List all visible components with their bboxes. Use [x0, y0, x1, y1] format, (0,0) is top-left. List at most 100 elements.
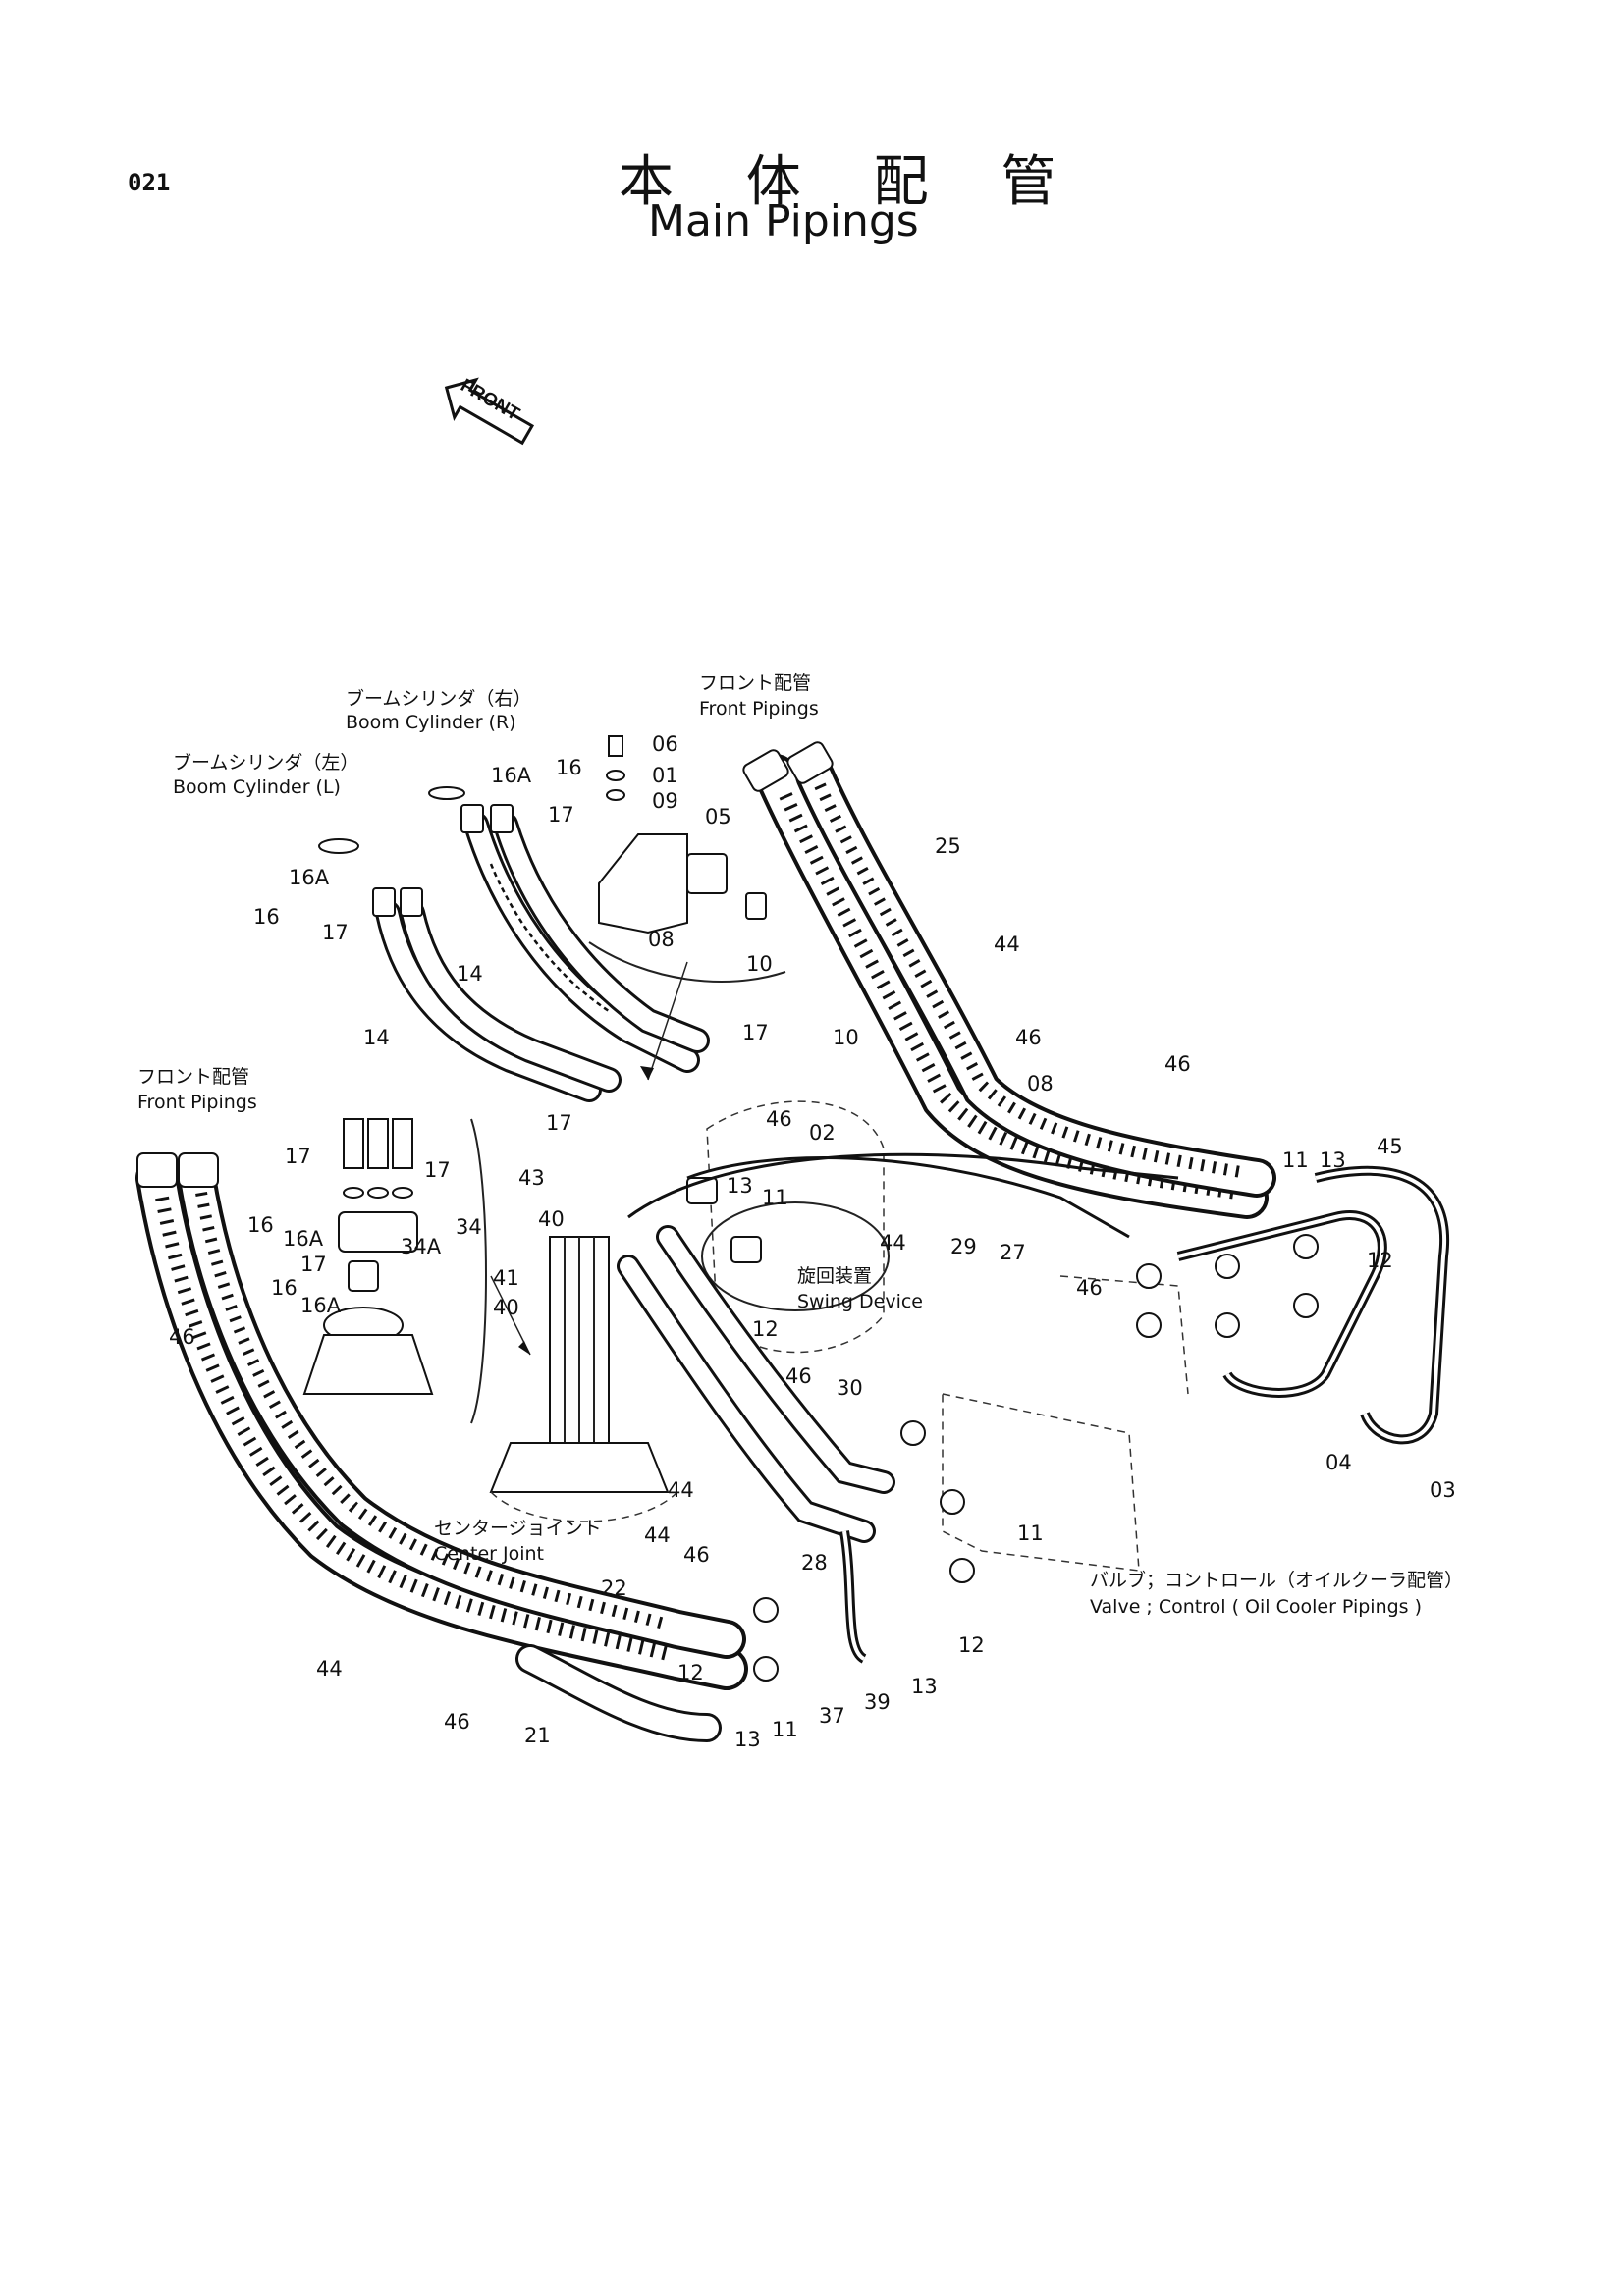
- part-number: 13: [911, 1675, 938, 1698]
- part-number: 46: [766, 1107, 792, 1131]
- part-number: 05: [705, 805, 731, 828]
- part-number: 10: [833, 1026, 859, 1049]
- part-number: 08: [648, 928, 675, 951]
- part-number: 17: [285, 1145, 311, 1168]
- title-english: Main Pipings: [648, 196, 919, 246]
- part-number: 11: [1282, 1148, 1309, 1172]
- part-number: 44: [644, 1523, 671, 1547]
- front-pipings-left-label-jp: フロント配管: [137, 1066, 250, 1088]
- part-number: 43: [518, 1166, 545, 1190]
- part-number: 12: [752, 1317, 779, 1341]
- part-number: 09: [652, 789, 678, 813]
- title-japanese: 本 体 配 管: [619, 150, 1084, 214]
- swing-device-label-jp: 旋回装置: [797, 1265, 873, 1287]
- part-number: 17: [300, 1253, 327, 1276]
- part-number: 17: [322, 921, 349, 944]
- center-joint-exploded-inset: [302, 1118, 531, 1424]
- part-number: 30: [837, 1376, 863, 1400]
- part-number: 17: [742, 1021, 769, 1044]
- boom-cylinder-r-label-en: Boom Cylinder (R): [346, 712, 516, 733]
- part-number: 12: [1367, 1249, 1393, 1272]
- front-pipings-top-label-jp: フロント配管: [699, 672, 812, 694]
- part-number: 44: [316, 1657, 343, 1681]
- part-number: 40: [538, 1207, 565, 1231]
- boom-cylinder-l-hoses: [375, 900, 622, 1102]
- part-number: 29: [950, 1235, 977, 1258]
- front-pipings-left-label-en: Front Pipings: [137, 1092, 257, 1113]
- swing-device-outline: [686, 1100, 890, 1354]
- part-number: 25: [935, 834, 961, 858]
- swing-device-label-en: Swing Device: [797, 1291, 923, 1312]
- part-number: 08: [1027, 1072, 1054, 1095]
- part-number: 46: [1015, 1026, 1042, 1049]
- part-number: 16A: [289, 866, 330, 889]
- part-number: 13: [734, 1728, 761, 1751]
- part-number: 39: [864, 1690, 891, 1714]
- center-joint-label-en: Center Joint: [434, 1543, 544, 1565]
- part-number: 10: [746, 952, 773, 976]
- part-number: 45: [1377, 1135, 1403, 1158]
- part-number: 34: [456, 1215, 482, 1239]
- part-number: 40: [493, 1296, 519, 1319]
- part-number: 46: [444, 1710, 470, 1734]
- boom-fittings: [318, 786, 514, 917]
- part-number: 12: [958, 1633, 985, 1657]
- part-number: 37: [819, 1704, 845, 1728]
- part-number: 44: [668, 1478, 694, 1502]
- part-number: 46: [785, 1364, 812, 1388]
- part-number: 16A: [300, 1294, 342, 1317]
- part-number: 17: [548, 803, 574, 827]
- part-number: 12: [677, 1661, 704, 1684]
- part-number: 44: [880, 1231, 906, 1255]
- part-number: 16: [271, 1276, 298, 1300]
- part-number: 21: [524, 1724, 551, 1747]
- part-number: 06: [652, 732, 678, 756]
- part-number: 14: [457, 962, 483, 986]
- part-number: 46: [1076, 1276, 1103, 1300]
- part-number: 03: [1430, 1478, 1456, 1502]
- front-pipings-top-label-en: Front Pipings: [699, 698, 819, 720]
- part-number: 11: [772, 1718, 798, 1741]
- part-number: 16: [247, 1213, 274, 1237]
- part-number: 01: [652, 764, 678, 787]
- part-number: 46: [169, 1325, 195, 1349]
- control-valve-outline: [753, 1234, 1319, 1682]
- part-number: 11: [762, 1186, 788, 1209]
- center-joint-stack: [489, 1236, 678, 1522]
- part-number: 22: [601, 1576, 627, 1600]
- part-number: 44: [994, 933, 1020, 956]
- part-number: 13: [727, 1174, 753, 1198]
- part-number: 34A: [401, 1235, 442, 1258]
- part-number: 46: [683, 1543, 710, 1567]
- part-number: 13: [1320, 1148, 1346, 1172]
- front-direction-arrow-icon: [444, 377, 535, 446]
- part-number: 02: [809, 1121, 836, 1145]
- boom-cylinder-l-label-jp: ブームシリンダ（左）: [173, 752, 359, 774]
- oil-cooler-pipes: [1176, 1165, 1450, 1445]
- part-number: 04: [1325, 1451, 1352, 1474]
- page-number: 021: [128, 169, 171, 196]
- part-number: 41: [493, 1266, 519, 1290]
- bracket-exploded: [588, 735, 786, 1081]
- boom-cylinder-l-label-en: Boom Cylinder (L): [173, 776, 341, 798]
- part-number: 14: [363, 1026, 390, 1049]
- valve-control-label-jp: バルブ；コントロール（オイルクーラ配管）: [1090, 1570, 1464, 1591]
- part-number: 16A: [283, 1227, 324, 1251]
- part-number: 27: [1000, 1241, 1026, 1264]
- part-number: 11: [1017, 1522, 1044, 1545]
- valve-control-label-en: Valve ; Control ( Oil Cooler Pipings ): [1090, 1596, 1423, 1618]
- part-number: 16: [556, 756, 582, 779]
- boom-cylinder-r-hoses: [463, 812, 710, 1073]
- part-number: 17: [424, 1158, 451, 1182]
- part-number: 28: [801, 1551, 828, 1575]
- boom-cylinder-r-label-jp: ブームシリンダ（右）: [346, 688, 532, 710]
- part-number: 16: [253, 905, 280, 929]
- part-number: 16A: [491, 764, 532, 787]
- middle-hoses: [617, 1152, 1179, 1664]
- center-joint-label-jp: センタージョイント: [434, 1518, 602, 1539]
- part-number: 17: [546, 1111, 572, 1135]
- part-number: 46: [1164, 1052, 1191, 1076]
- front-pipings-hoses-left: [135, 1152, 748, 1742]
- front-pipings-hoses-top: [742, 741, 1276, 1219]
